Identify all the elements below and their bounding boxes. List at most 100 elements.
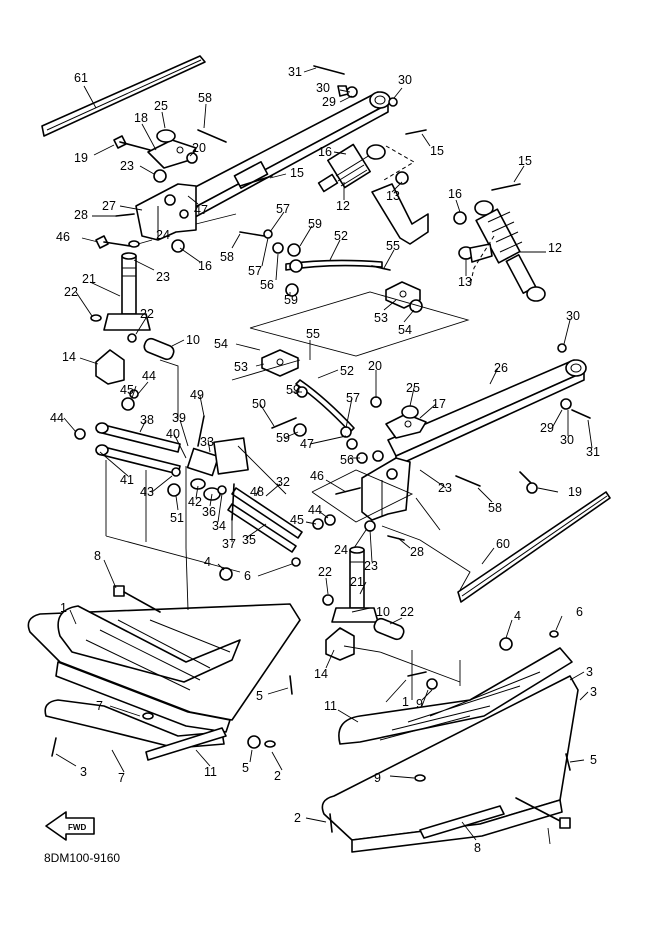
callout-number: 41 [120, 473, 134, 487]
callout-number: 6 [576, 605, 583, 619]
callout-number: 48 [250, 485, 264, 499]
callout-number: 10 [376, 605, 390, 619]
callout-number: 2 [294, 811, 301, 825]
stabilizer-bar-48 [227, 487, 303, 553]
callout-number: 12 [548, 241, 562, 255]
callout-number: 49 [190, 388, 204, 402]
bumper-14-right [325, 627, 355, 661]
callout-number: 3 [586, 665, 593, 679]
callout-number: 30 [398, 73, 412, 87]
fwd-label: FWD [68, 823, 86, 832]
callout-number: 23 [438, 481, 452, 495]
callout-number: 21 [82, 272, 96, 286]
ski-bolt-8-right [515, 797, 571, 829]
wear-strip-61 [41, 55, 206, 137]
callout-number: 45 [120, 383, 134, 397]
callout-number: 25 [406, 381, 420, 395]
callout-number: 57 [276, 202, 290, 216]
callout-number: 1 [60, 601, 67, 615]
callout-number: 20 [368, 359, 382, 373]
callout-number: 54 [214, 337, 228, 351]
callout-number: 4 [514, 609, 521, 623]
diagram-code: 8DM100-9160 [44, 851, 120, 865]
ski-left [27, 603, 301, 761]
callout-number: 40 [166, 427, 180, 441]
callout-number: 18 [134, 111, 148, 125]
spindle-left [103, 252, 151, 331]
part-illustrations: FWD [27, 55, 611, 853]
callout-number: 1 [402, 695, 409, 709]
callout-number: 32 [276, 475, 290, 489]
callout-number: 47 [194, 203, 208, 217]
callout-number: 3 [590, 685, 597, 699]
callout-number: 13 [458, 275, 472, 289]
callout-number: 46 [310, 469, 324, 483]
ski-bolt-8-left [113, 585, 161, 613]
upper-arm-left [177, 91, 391, 223]
callout-number: 22 [400, 605, 414, 619]
callout-number: 24 [334, 543, 348, 557]
callout-number: 44 [308, 503, 322, 517]
callout-number: 59 [308, 217, 322, 231]
shock-absorber-upper [317, 143, 386, 193]
bumper-10-left [143, 337, 175, 361]
callout-number: 22 [140, 307, 154, 321]
bumper-10-right [373, 617, 405, 641]
upper-arm-right [387, 359, 587, 467]
callout-number: 14 [314, 667, 328, 681]
callout-number: 2 [274, 769, 281, 783]
callout-number: 37 [222, 537, 236, 551]
spindle-bracket-left [135, 183, 197, 241]
callout-number: 31 [288, 65, 302, 79]
callout-number: 36 [202, 505, 216, 519]
callout-leaders [55, 67, 593, 845]
callout-number: 56 [340, 453, 354, 467]
callout-number: 58 [198, 91, 212, 105]
callout-number: 55 [306, 327, 320, 341]
callout-number: 17 [432, 397, 446, 411]
callout-number: 38 [140, 413, 154, 427]
callout-number: 25 [154, 99, 168, 113]
callout-number: 31 [586, 445, 600, 459]
callout-number: 7 [96, 699, 103, 713]
callout-number: 44 [142, 369, 156, 383]
callout-number: 15 [518, 154, 532, 168]
hardware-nuts [51, 65, 591, 833]
callout-number: 44 [50, 411, 64, 425]
callout-number: 22 [318, 565, 332, 579]
callout-number: 59 [284, 293, 298, 307]
callout-number: 6 [244, 569, 251, 583]
fwd-arrow-icon: FWD [45, 811, 95, 841]
callout-number: 22 [64, 285, 78, 299]
callout-number: 57 [248, 264, 262, 278]
callout-number: 52 [334, 229, 348, 243]
callout-number: 3 [80, 765, 87, 779]
callout-number: 28 [74, 208, 88, 222]
callout-number: 55 [386, 239, 400, 253]
callout-number: 24 [156, 228, 170, 242]
callout-number: 21 [350, 575, 364, 589]
callout-number: 16 [448, 187, 462, 201]
callout-number: 59 [286, 383, 300, 397]
callout-number: 30 [566, 309, 580, 323]
callout-number: 53 [374, 311, 388, 325]
callout-number: 15 [430, 144, 444, 158]
callout-number: 45 [290, 513, 304, 527]
callout-number: 34 [212, 519, 226, 533]
callout-number: 15 [290, 166, 304, 180]
callout-number: 20 [192, 141, 206, 155]
callout-number: 5 [590, 753, 597, 767]
callout-number: 19 [568, 485, 582, 499]
callout-number: 10 [186, 333, 200, 347]
callout-number: 59 [276, 431, 290, 445]
callout-number: 56 [260, 278, 274, 292]
callout-number: 57 [346, 391, 360, 405]
bracket-53-lower [261, 349, 299, 377]
callout-number: 53 [234, 360, 248, 374]
callout-number: 29 [540, 421, 554, 435]
callout-number: 52 [340, 364, 354, 378]
callout-number: 58 [220, 250, 234, 264]
callout-number: 33 [200, 435, 214, 449]
callout-number: 5 [242, 761, 249, 775]
